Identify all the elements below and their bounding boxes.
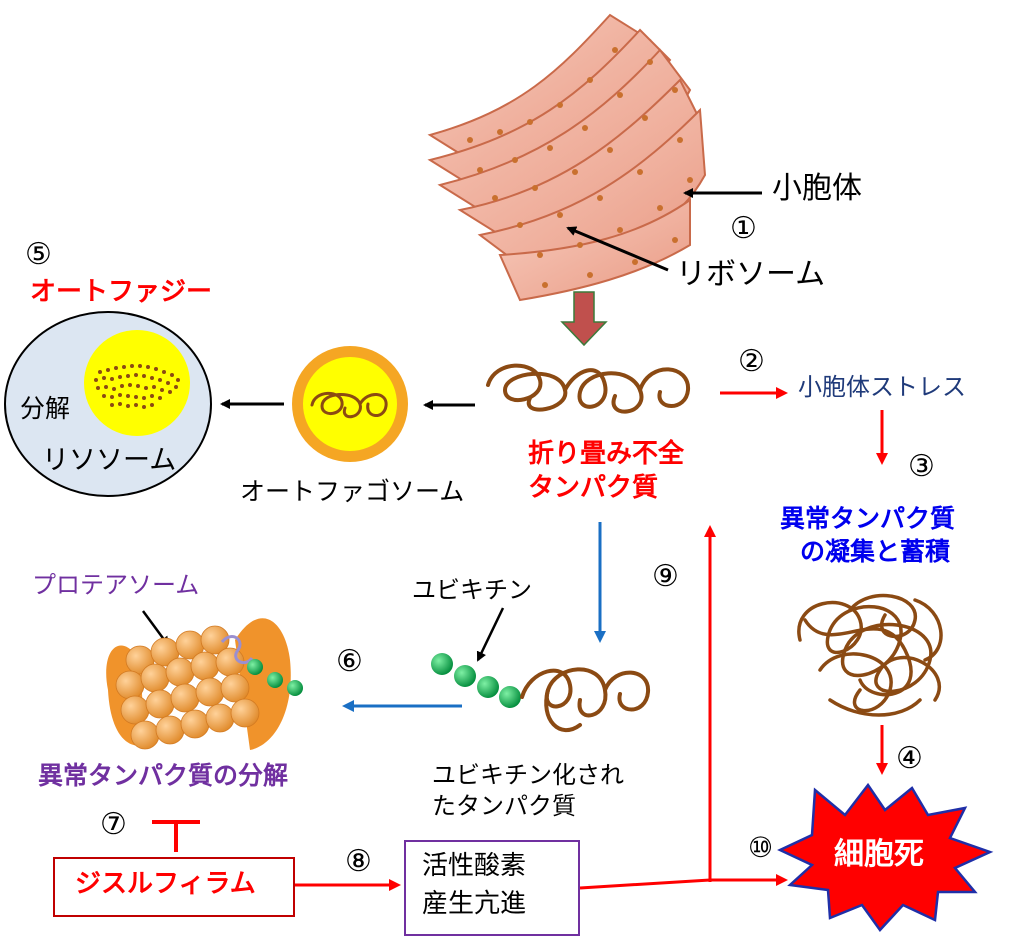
disulfiram-label: ジスルフィラム [75,869,256,899]
autophagosome-illustration [292,346,408,462]
aggregation-label-line2: の凝集と蓄積 [800,537,951,566]
lysosome-illustration [4,311,212,497]
ubiquitin-beads [431,653,521,708]
translation-block-arrow [560,291,608,347]
step-3-marker: ③ [908,449,935,484]
step-4-marker: ④ [896,741,923,776]
misfolded-protein-label-line1: 折り畳み不全 [528,439,685,469]
step-6-marker: ⑥ [336,644,363,679]
step-5-marker: ⑤ [25,237,52,272]
step-1-marker: ① [730,211,757,246]
abnormal-protein-degradation-label: 異常タンパク質の分解 [38,761,289,790]
lysosome-label: リソソーム [42,445,177,476]
ros-label-line1: 活性酸素 [422,851,527,881]
er-stress-label: 小胞体ストレス [798,373,966,401]
cell-death-label: 細胞死 [834,837,924,872]
step-10-marker: ⑩ [748,831,774,864]
decomposition-label: 分解 [20,394,71,423]
proteasome-illustration [106,618,303,750]
aggregate-tangle [797,593,943,717]
autophagosome-label: オートファゴソーム [240,477,465,506]
ros-to-cell-death-arrow [579,874,788,890]
step-7-marker: ⑦ [100,807,127,842]
autophagy-label: オートファジー [30,277,213,307]
misfolded-protein-label-line2: タンパク質 [528,473,659,503]
step-8-marker: ⑧ [345,844,372,879]
ros-label-line2: 産生亢進 [422,889,527,919]
ubiquitin-pointer-arrow [476,607,505,662]
ribosome-pointer-arrow [566,226,669,272]
aggregation-label-line1: 異常タンパク質 [780,504,956,533]
ubiquitinated-protein-label-line2: たタンパク質 [432,792,576,820]
ros-box: 活性酸素 産生亢進 [404,840,580,936]
inhibition-symbol [152,820,200,852]
step-9-marker: ⑨ [652,559,679,594]
cell-death-burst [777,782,994,932]
er-label: 小胞体 [772,171,862,206]
ubiquitinated-protein-squiggle [520,667,651,732]
disulfiram-box: ジスルフィラム [53,857,295,917]
ubiquitinated-protein-label-line1: ユビキチン化され [432,761,624,789]
ribosome-label: リボソーム [676,257,826,292]
ubiquitin-label: ユビキチン [412,576,532,604]
er-illustration [427,13,707,302]
step-2-marker: ② [738,344,765,379]
proteasome-label: プロテアソーム [32,571,200,599]
misfolded-protein-squiggle [486,363,690,414]
